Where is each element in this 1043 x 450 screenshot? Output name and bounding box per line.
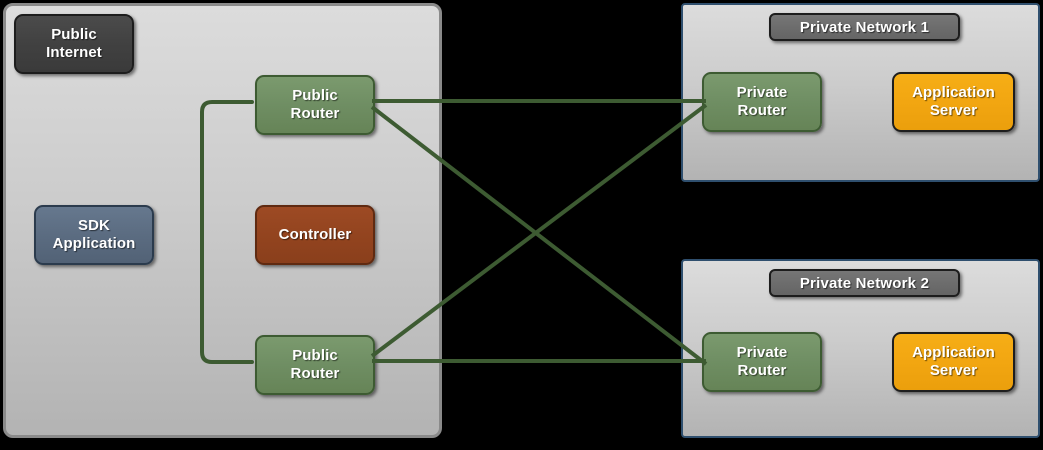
node-public-router-bottom-line1: Public	[292, 346, 338, 364]
node-private-router-1-line2: Router	[737, 102, 787, 119]
node-public-router-bottom[interactable]: Public Router	[255, 335, 375, 395]
node-sdk-application-line1: SDK	[78, 216, 110, 234]
zone-private-network-2: Private Network 2 Private Router Applica…	[681, 259, 1040, 438]
node-public-internet[interactable]: Public Internet	[14, 14, 134, 74]
node-controller-label: Controller	[278, 225, 352, 243]
badge-private-network-1-label: Private Network 1	[799, 18, 930, 36]
node-sdk-application[interactable]: SDK Application	[34, 205, 154, 265]
node-application-server-1-line2: Server	[929, 102, 978, 119]
node-application-server-2-line1: Application	[912, 343, 995, 361]
node-public-internet-line2: Internet	[46, 44, 102, 61]
node-private-router-2-line2: Router	[737, 362, 787, 379]
node-application-server-2-line2: Server	[929, 362, 978, 379]
node-private-router-2-line1: Private	[736, 343, 788, 361]
node-application-server-2[interactable]: Application Server	[892, 332, 1015, 392]
zone-public-internet: Public Internet SDK Application Public R…	[3, 3, 442, 438]
node-public-router-top-line1: Public	[292, 86, 338, 104]
badge-private-network-1: Private Network 1	[769, 13, 960, 41]
node-private-router-1-line1: Private	[736, 83, 788, 101]
node-private-router-1[interactable]: Private Router	[702, 72, 822, 132]
badge-private-network-2-label: Private Network 2	[799, 274, 930, 292]
node-public-router-top-line2: Router	[290, 105, 340, 122]
node-public-internet-line1: Public	[51, 25, 97, 43]
zone-private-network-1: Private Network 1 Private Router Applica…	[681, 3, 1040, 182]
node-application-server-1-line1: Application	[912, 83, 995, 101]
node-sdk-application-line2: Application	[52, 235, 136, 252]
badge-private-network-2: Private Network 2	[769, 269, 960, 297]
node-controller[interactable]: Controller	[255, 205, 375, 265]
node-application-server-1[interactable]: Application Server	[892, 72, 1015, 132]
node-private-router-2[interactable]: Private Router	[702, 332, 822, 392]
node-public-router-bottom-line2: Router	[290, 365, 340, 382]
node-public-router-top[interactable]: Public Router	[255, 75, 375, 135]
